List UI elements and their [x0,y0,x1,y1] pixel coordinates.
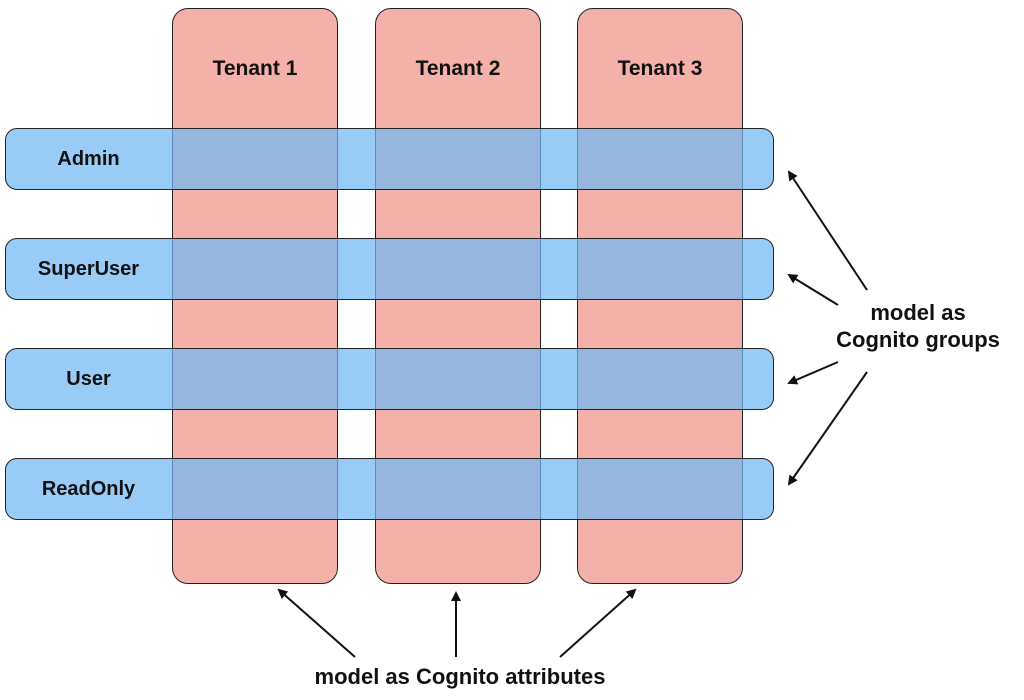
arrow-to-superuser [787,273,839,306]
groups-caption: model as Cognito groups [818,299,1018,353]
attributes-caption: model as Cognito attributes [314,664,606,689]
role-label: SuperUser [37,257,140,280]
arrow-to-user [787,361,839,385]
role-row-readonly: ReadOnly [5,458,774,520]
role-row-admin: Admin [5,128,774,190]
arrow-to-readonly [787,371,868,486]
groups-caption-line2: Cognito groups [836,327,1000,352]
role-label: User [66,367,111,390]
arrow-to-tenant-3 [559,588,637,658]
tenant-label: Tenant 2 [415,57,501,80]
tenant-label: Tenant 1 [212,57,298,80]
role-label: Admin [57,147,120,170]
arrow-to-tenant-1 [277,588,356,658]
role-row-user: User [5,348,774,410]
tenant-label: Tenant 3 [617,57,703,80]
role-label: ReadOnly [41,477,136,500]
role-row-superuser: SuperUser [5,238,774,300]
groups-caption-line1: model as [870,300,966,325]
arrow-to-admin [787,170,868,291]
